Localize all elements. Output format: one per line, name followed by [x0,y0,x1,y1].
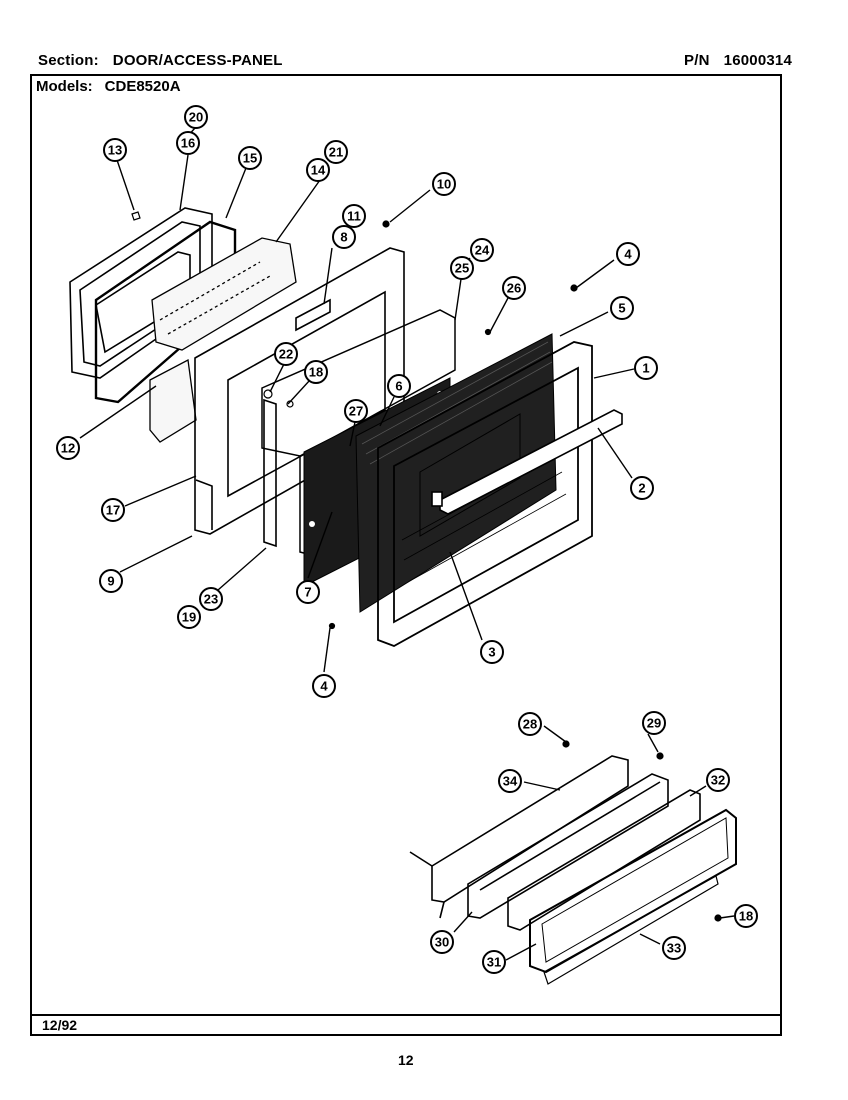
callout-4b: 4 [312,674,336,698]
callout-10: 10 [432,172,456,196]
callout-1: 1 [634,356,658,380]
pn-label: P/N [684,52,710,69]
svg-text:16: 16 [181,136,195,151]
callout-29: 29 [642,711,666,735]
page-number: 12 [398,1052,414,1068]
part-number: P/N 16000314 [684,52,792,69]
callout-31: 31 [482,950,506,974]
callout-21: 21 [324,140,348,164]
callout-12: 12 [56,436,80,460]
svg-text:1: 1 [642,361,649,376]
callout-5: 5 [610,296,634,320]
callout-16: 16 [176,131,200,155]
svg-text:17: 17 [106,503,120,518]
callout-4: 4 [616,242,640,266]
svg-text:3: 3 [488,645,495,660]
callout-7: 7 [296,580,320,604]
section-value: DOOR/ACCESS-PANEL [112,52,283,69]
callout-22: 22 [274,342,298,366]
models-line: Models: CDE8520A [36,78,185,95]
callout-34: 34 [498,769,522,793]
svg-text:10: 10 [437,177,451,192]
svg-text:13: 13 [108,143,122,158]
callout-17: 17 [101,498,125,522]
access-panel-assembly [409,755,737,985]
svg-text:14: 14 [311,163,326,178]
callout-18b: 18 [734,904,758,928]
side-trim-strip [263,398,277,548]
svg-text:9: 9 [107,574,114,589]
callout-23: 23 [199,587,223,611]
callout-15: 15 [238,146,262,170]
svg-text:28: 28 [523,717,537,732]
door-handle [431,409,623,515]
callout-11: 11 [342,204,366,228]
svg-text:15: 15 [243,151,257,166]
callout-18: 18 [304,360,328,384]
callout-25: 25 [450,256,474,280]
callout-14: 14 [306,158,330,182]
callout-24: 24 [470,238,494,262]
callout-27: 27 [344,399,368,423]
callout-9: 9 [99,569,123,593]
svg-text:18: 18 [309,365,323,380]
svg-text:12: 12 [61,441,75,456]
svg-text:25: 25 [455,261,469,276]
callout-32: 32 [706,768,730,792]
svg-text:6: 6 [395,379,402,394]
glass-pane-outer [355,333,557,613]
callout-6: 6 [387,374,411,398]
svg-text:8: 8 [340,230,347,245]
svg-text:24: 24 [475,243,490,258]
svg-text:18: 18 [739,909,753,924]
svg-text:7: 7 [304,585,311,600]
callout-3: 3 [480,640,504,664]
section-label: Section: [38,52,99,69]
callout-19: 19 [177,605,201,629]
diagram-frame [30,74,782,1036]
svg-text:20: 20 [189,110,203,125]
svg-text:30: 30 [435,935,449,950]
revision-date: 12/92 [42,1017,78,1033]
svg-text:22: 22 [279,347,293,362]
callout-13: 13 [103,138,127,162]
svg-text:31: 31 [487,955,501,970]
callout-26: 26 [502,276,526,300]
svg-text:5: 5 [618,301,625,316]
svg-text:11: 11 [347,209,361,224]
models-value: CDE8520A [104,78,181,95]
footer-rule [30,1014,782,1016]
svg-text:21: 21 [329,145,343,160]
svg-text:4: 4 [624,247,632,262]
svg-text:26: 26 [507,281,521,296]
callout-20: 20 [184,105,208,129]
callout-28: 28 [518,712,542,736]
svg-text:33: 33 [667,941,681,956]
svg-text:19: 19 [182,610,196,625]
section-title: Section: DOOR/ACCESS-PANEL [38,52,283,69]
callout-8: 8 [332,225,356,249]
svg-text:23: 23 [204,592,218,607]
callout-30: 30 [430,930,454,954]
svg-text:32: 32 [711,773,725,788]
callout-33: 33 [662,936,686,960]
svg-text:4: 4 [320,679,328,694]
svg-text:34: 34 [503,774,518,789]
svg-text:2: 2 [638,481,645,496]
svg-text:29: 29 [647,716,661,731]
svg-text:27: 27 [349,404,363,419]
models-label: Models: [36,78,93,95]
pn-value: 16000314 [723,52,792,69]
insulation [149,237,297,443]
callout-2: 2 [630,476,654,500]
leader-lines [79,127,735,961]
